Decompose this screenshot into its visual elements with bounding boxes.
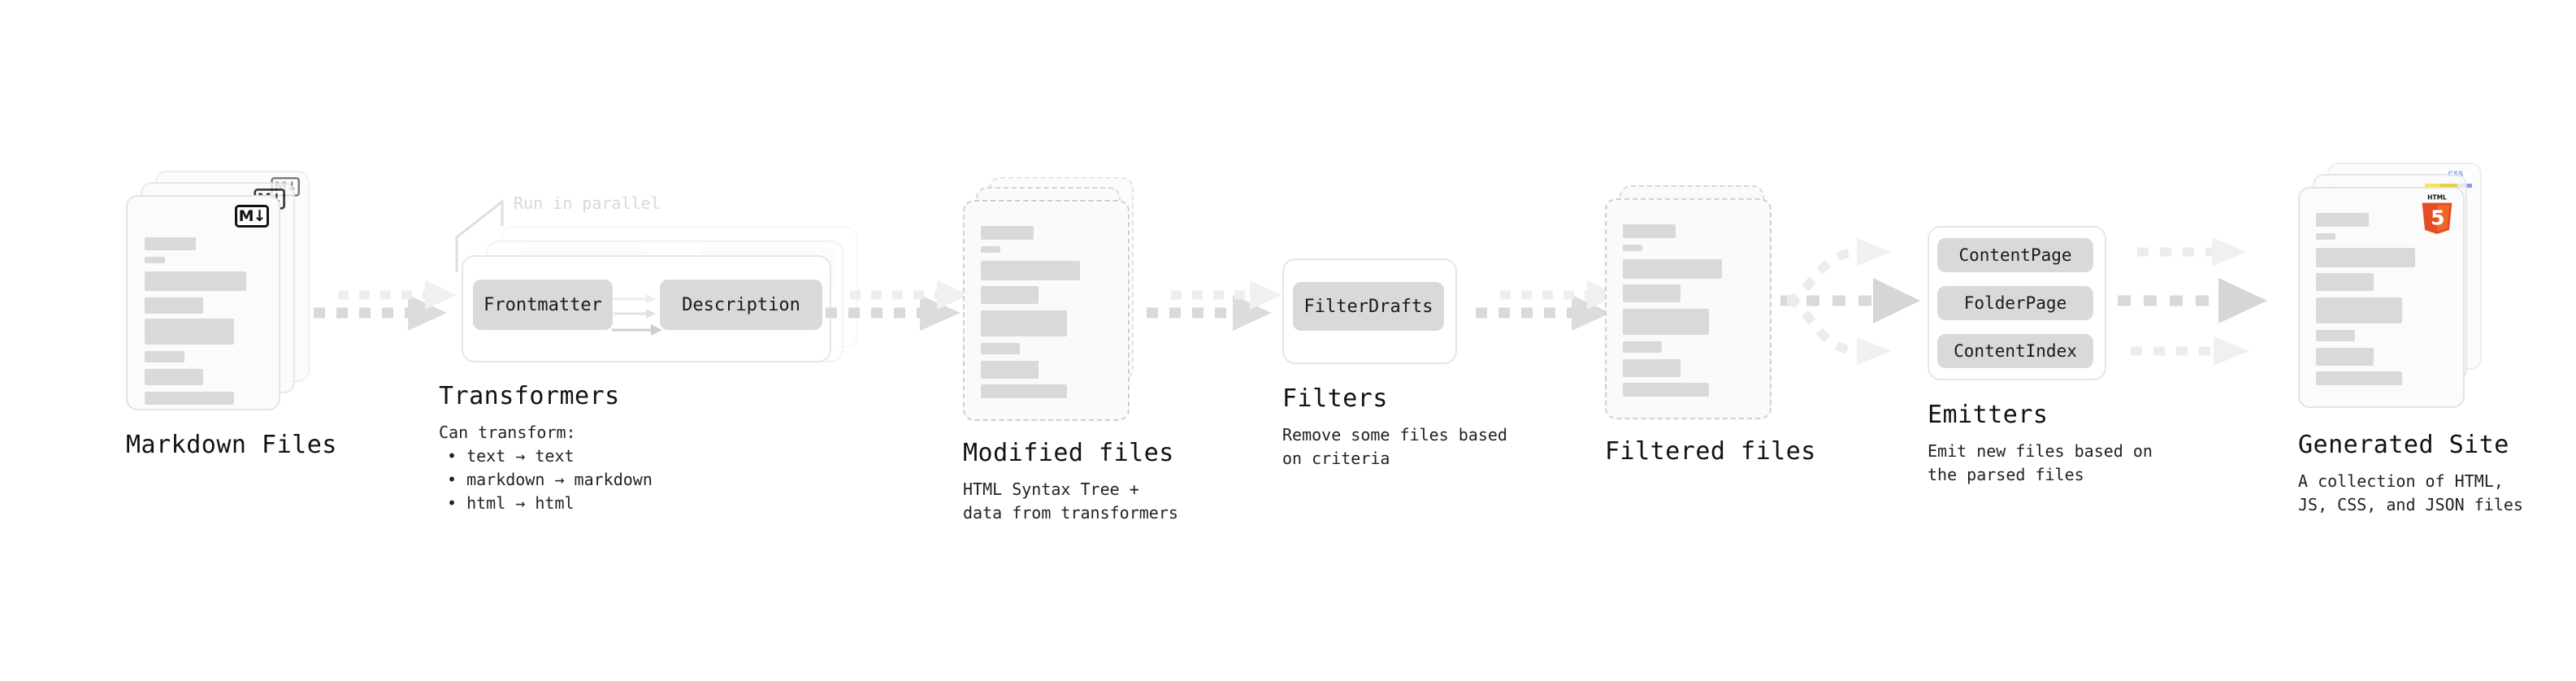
skeleton-line [981, 361, 1039, 379]
stage-title-filtered: Filtered files [1605, 437, 1816, 466]
skeleton-line [145, 369, 203, 385]
skeleton-line [145, 271, 246, 291]
modified-subtitle-2: data from transformers [963, 503, 1178, 523]
emitters-subtitle-2: the parsed files [1928, 465, 2084, 484]
stage-filters: FilterDrafts Filters Remove some files b… [1282, 258, 1526, 494]
site-card-stack: CSS HTML 5 [2298, 163, 2526, 423]
stage-title-emitters: Emitters [1928, 401, 2049, 429]
arrow-transformers-to-modified [826, 280, 969, 331]
skeleton-line [2316, 348, 2374, 366]
emitters-panel: ContentPage FolderPage ContentIndex [1928, 226, 2106, 380]
stage-title-transformers: Transformers [439, 382, 620, 410]
filtered-card-front [1605, 198, 1772, 419]
skeleton-line [145, 392, 234, 405]
skeleton-line [981, 261, 1080, 280]
skeleton-line [2316, 371, 2402, 385]
chip-filterdrafts[interactable]: FilterDrafts [1293, 282, 1444, 331]
generated-subtitle-2: JS, CSS, and JSON files [2298, 495, 2523, 514]
site-card-front: HTML 5 [2298, 187, 2465, 408]
skeleton-line [981, 286, 1039, 304]
skeleton-line [1623, 259, 1722, 279]
modified-subtitle-1: HTML Syntax Tree + [963, 479, 1139, 499]
transformers-bullet-1: • text → text [447, 446, 575, 466]
transformers-intro: Can transform: [439, 423, 576, 442]
transformer-inner-arrows [612, 294, 662, 336]
skeleton-line [981, 384, 1067, 398]
filtered-card-stack [1605, 185, 1808, 429]
filters-subtitle-1: Remove some files based [1282, 425, 1507, 445]
markdown-card-front: M↓ [126, 195, 280, 410]
skeleton-line [1623, 341, 1662, 353]
stage-emitters: ContentPage FolderPage ContentIndex Emit… [1928, 226, 2171, 484]
svg-text:5: 5 [2431, 206, 2444, 229]
filters-subtitle-2: on criteria [1282, 449, 1390, 468]
skeleton-line [2316, 330, 2355, 341]
html5-icon: HTML 5 [2419, 193, 2455, 234]
skeleton-line [1623, 224, 1676, 238]
markdown-card-stack: M↓ M↓ M↓ [126, 171, 313, 423]
chip-contentpage[interactable]: ContentPage [1937, 238, 2093, 272]
transformers-bullet-3: • html → html [447, 493, 575, 513]
skeleton-line [981, 310, 1067, 336]
skeleton-line [1623, 245, 1642, 251]
modified-card-front [963, 200, 1130, 421]
stage-title-markdown: Markdown Files [126, 431, 337, 459]
arrow-modified-to-filters [1147, 280, 1281, 331]
markdown-icon: M↓ [235, 205, 269, 228]
stage-generated-site: CSS HTML 5 [2298, 163, 2526, 514]
skeleton-line [145, 297, 203, 314]
filters-panel: FilterDrafts [1282, 258, 1457, 364]
stage-title-modified: Modified files [963, 439, 1174, 467]
skeleton-line [1623, 284, 1680, 302]
skeleton-line [1623, 309, 1709, 335]
arrow-emitters-to-site [2118, 237, 2267, 366]
arrow-filtered-to-emitters [1780, 238, 1920, 365]
transformer-panel-front: Frontmatter Description [462, 255, 831, 362]
run-in-parallel-label: Run in parallel [514, 193, 661, 213]
stage-transformers: Frontmatter Description Run in parallel … [439, 187, 861, 513]
stage-title-filters: Filters [1282, 384, 1388, 413]
skeleton-line [981, 343, 1020, 354]
skeleton-line [2316, 233, 2335, 240]
skeleton-line [981, 226, 1034, 240]
skeleton-line [2316, 248, 2415, 267]
transformers-bullet-2: • markdown → markdown [447, 470, 653, 489]
skeleton-line [145, 351, 184, 362]
skeleton-line [145, 237, 196, 250]
chip-contentindex[interactable]: ContentIndex [1937, 334, 2093, 368]
chip-description[interactable]: Description [660, 280, 822, 330]
run-in-parallel-brace [455, 198, 504, 272]
skeleton-line [1623, 383, 1709, 397]
svg-text:HTML: HTML [2427, 194, 2447, 202]
stage-title-generated: Generated Site [2298, 431, 2509, 459]
skeleton-line [2316, 297, 2402, 323]
skeleton-line [2316, 273, 2374, 291]
emitters-subtitle-1: Emit new files based on [1928, 441, 2153, 461]
stage-filtered-files: Filtered files [1605, 185, 1815, 478]
stage-markdown-files: M↓ M↓ M↓ Markdown Files [126, 171, 336, 459]
stage-modified-files: Modified files HTML Syntax Tree + data f… [963, 177, 1178, 523]
arrow-filters-to-filtered [1476, 280, 1619, 331]
skeleton-line [145, 319, 234, 345]
chip-folderpage[interactable]: FolderPage [1937, 286, 2093, 320]
skeleton-line [1623, 359, 1680, 377]
generated-subtitle-1: A collection of HTML, [2298, 471, 2504, 491]
skeleton-line [145, 257, 165, 263]
modified-card-stack [963, 177, 1166, 429]
skeleton-line [2316, 213, 2369, 227]
skeleton-line [981, 246, 1000, 253]
arrow-markdown-to-transformers [314, 280, 457, 331]
chip-frontmatter[interactable]: Frontmatter [473, 280, 613, 330]
